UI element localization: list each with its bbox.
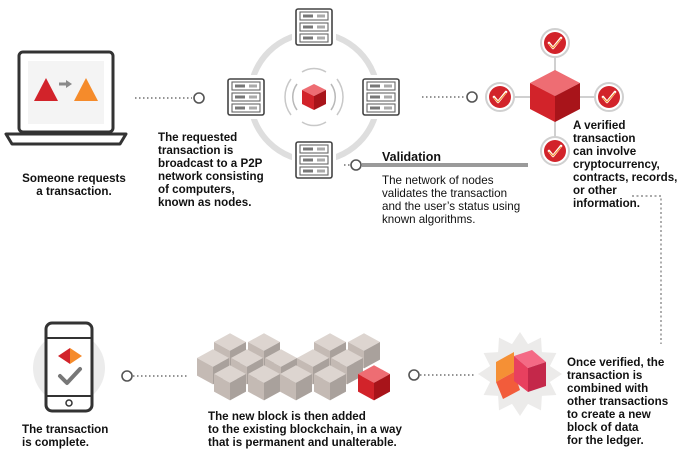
server-icon <box>292 138 336 182</box>
checkmark-icon <box>540 136 570 166</box>
checkmark-icon <box>58 367 82 385</box>
validation-title: Validation <box>382 150 442 164</box>
step-combined-text: Once verified, the transaction is combin… <box>567 356 669 447</box>
step-verified-text: A verified transaction can involve crypt… <box>573 119 678 210</box>
checkmark-icon <box>485 82 515 112</box>
server-icon <box>359 75 403 119</box>
connector-node <box>121 370 133 382</box>
server-icon <box>292 5 336 49</box>
verified-cluster <box>485 28 624 166</box>
checkmark-icon <box>540 28 570 58</box>
connector-node <box>193 92 205 104</box>
new-block-icon <box>478 332 562 416</box>
blockchain-icon <box>197 333 390 401</box>
chain-block <box>214 365 246 401</box>
chain-block <box>314 365 346 401</box>
new-chain-block <box>358 365 390 401</box>
step-request-text: Someone requests a transaction. <box>22 172 126 198</box>
step-broadcast-text: The requested transaction is broadcast t… <box>158 131 264 209</box>
checkmark-icon <box>594 82 624 112</box>
connector-node <box>466 91 478 103</box>
cube-icon <box>302 84 326 110</box>
step-validation-text: The network of nodes validates the trans… <box>382 174 521 226</box>
connector-node <box>408 369 420 381</box>
chain-block <box>280 365 312 401</box>
chain-block <box>248 365 280 401</box>
step-added-text: The new block is then added to the exist… <box>208 410 402 449</box>
step-complete-text: The transaction is complete. <box>22 423 109 449</box>
connector-node <box>350 159 362 171</box>
server-icon <box>224 75 268 119</box>
laptop-icon <box>4 50 128 146</box>
smartphone-icon <box>33 321 105 413</box>
connector-dashed <box>632 195 662 344</box>
